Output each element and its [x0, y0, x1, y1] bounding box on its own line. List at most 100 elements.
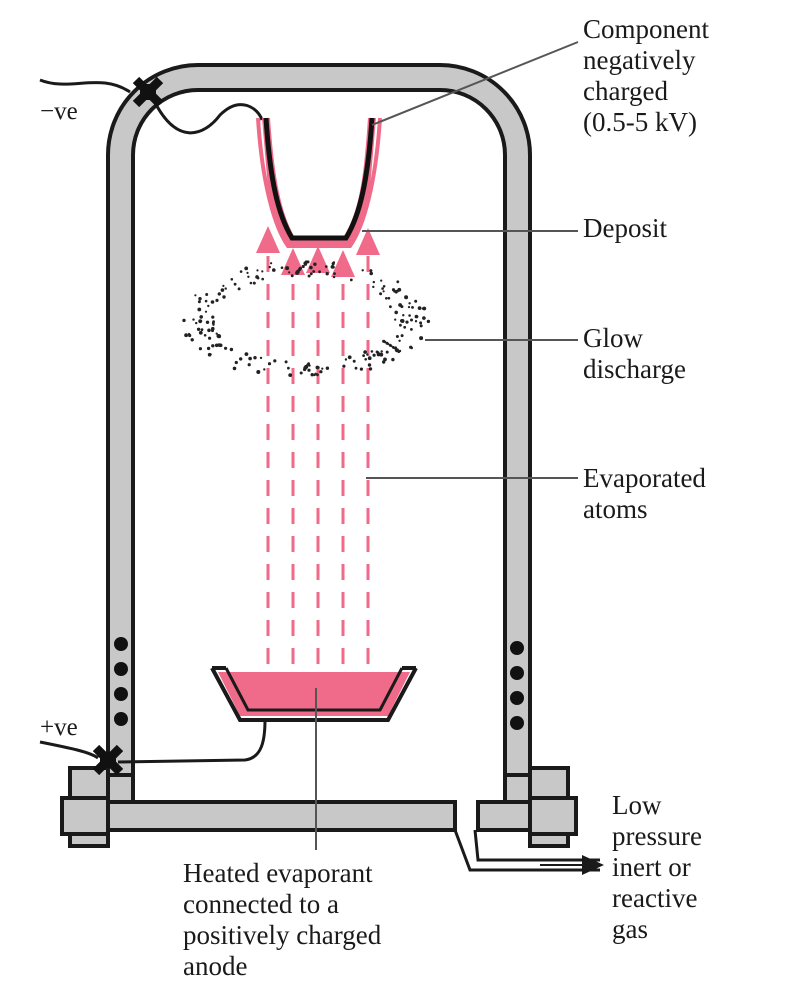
glow-dot: [361, 269, 364, 272]
glow-dot: [390, 344, 393, 348]
glow-dot: [211, 315, 215, 319]
glow-dot: [422, 316, 426, 320]
glow-dot: [222, 284, 225, 287]
glow-dot: [288, 271, 291, 274]
glow-dot: [310, 373, 314, 377]
glow-dot: [410, 346, 414, 350]
glow-dot: [197, 300, 201, 304]
glow-dot: [207, 304, 210, 308]
glow-dot: [319, 370, 323, 374]
glow-dot: [395, 335, 399, 338]
glow-dot: [309, 265, 313, 270]
glow-dot: [280, 266, 284, 270]
glow-dot: [325, 272, 329, 276]
glow-dot: [290, 274, 294, 278]
glow-dot: [396, 280, 400, 284]
glow-dot: [349, 278, 353, 282]
evaporated-atom-streams: [256, 226, 380, 664]
glow-dot: [255, 275, 259, 279]
glow-dot: [367, 356, 372, 361]
deposit-label: Deposit: [583, 213, 667, 243]
glow-dot: [321, 367, 324, 370]
glow-dot: [190, 338, 194, 342]
glow-dot: [249, 281, 253, 285]
glow-dot: [222, 295, 226, 299]
glow-dot: [182, 318, 186, 323]
glow-dot: [372, 285, 375, 289]
glow-dot: [369, 269, 373, 273]
glow-dot: [200, 328, 204, 331]
glow-dot: [359, 367, 363, 371]
glow-dot: [211, 344, 215, 348]
glow-dot: [195, 321, 198, 325]
glow-dot: [246, 271, 249, 274]
glow-dot: [244, 352, 249, 356]
glow-dot: [253, 356, 257, 360]
glow-dot: [385, 297, 388, 300]
glow-dot: [385, 350, 389, 354]
component-label: Component negatively charged (0.5-5 kV): [583, 14, 709, 137]
glow-dot: [382, 290, 385, 293]
glow-dot: [318, 270, 321, 274]
glow-dot: [208, 336, 212, 340]
glow-dot: [247, 275, 250, 278]
glow-dot: [194, 294, 197, 297]
glow-dot: [247, 363, 251, 367]
glow-dot: [312, 270, 316, 273]
glow-dot: [298, 266, 302, 270]
glow-dot: [285, 266, 290, 271]
glow-dot: [410, 328, 413, 331]
glow-dot: [411, 306, 414, 309]
glow-dot: [210, 300, 215, 304]
glow-discharge-label: Glow discharge: [583, 323, 686, 384]
glow-dot: [299, 371, 303, 375]
glow-dot: [217, 292, 221, 296]
glow-dot: [325, 366, 330, 370]
glow-dot: [206, 346, 211, 351]
negative-polarity-label: −ve: [40, 98, 78, 125]
component-cathode: [256, 117, 382, 248]
glow-dot: [261, 277, 265, 281]
glow-dot: [387, 296, 391, 300]
glow-dot: [381, 287, 384, 290]
glow-dot: [414, 299, 418, 303]
glow-dot: [410, 318, 413, 322]
glow-dot: [233, 282, 237, 286]
evaporant-boat: [210, 666, 418, 722]
glow-dot: [380, 350, 383, 353]
glow-dot: [352, 359, 356, 363]
glow-dot: [417, 306, 422, 310]
base-plate: [73, 800, 600, 872]
glow-dot: [419, 336, 424, 341]
glow-dot: [248, 356, 252, 361]
glow-dot: [394, 318, 397, 321]
glow-dot: [217, 334, 222, 339]
glow-dot: [344, 358, 348, 361]
glow-dot: [382, 285, 386, 288]
glow-dot: [207, 352, 212, 357]
glow-dot: [212, 323, 215, 326]
glow-dot: [234, 360, 238, 365]
glow-dot: [224, 287, 227, 290]
glow-dot: [303, 366, 308, 370]
glow-dot: [205, 320, 210, 324]
glow-dot: [398, 339, 401, 342]
glow-dot: [268, 265, 271, 269]
glow-dot: [397, 350, 401, 354]
leader-lines: [315, 41, 579, 850]
positive-polarity-label: +ve: [40, 714, 78, 741]
glow-dot: [376, 351, 380, 355]
right-clamp: [503, 766, 578, 848]
glow-dot: [403, 325, 407, 329]
glow-dot: [366, 353, 369, 356]
glow-dot: [389, 305, 392, 309]
glow-dot: [364, 358, 368, 361]
glow-dot: [272, 268, 276, 272]
glow-dot: [217, 343, 222, 347]
glow-dot: [416, 315, 419, 318]
glow-dot: [199, 315, 203, 319]
glow-dot: [198, 297, 202, 301]
glow-dot: [267, 362, 272, 366]
glow-dot: [380, 279, 383, 282]
glow-dot: [419, 321, 423, 325]
